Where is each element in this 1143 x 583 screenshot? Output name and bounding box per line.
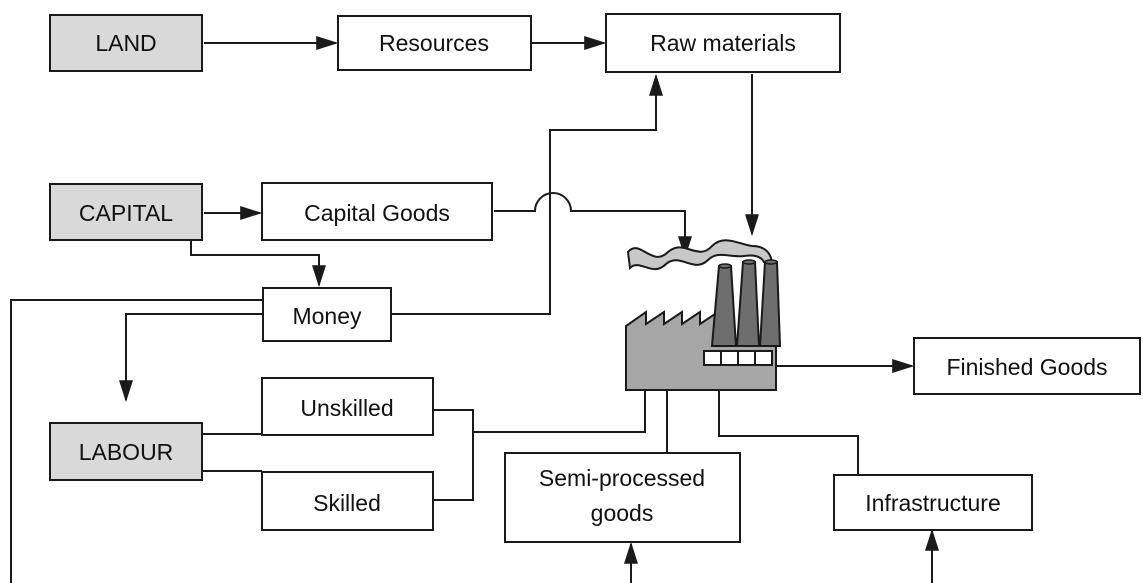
label-semi-processed-line2: goods [591, 500, 654, 526]
connectors [10, 36, 939, 583]
label-finished-goods: Finished Goods [946, 354, 1107, 380]
node-resources: Resources [337, 15, 532, 71]
node-land: LAND [49, 14, 203, 72]
node-unskilled: Unskilled [261, 377, 434, 436]
node-infrastructure: Infrastructure [833, 474, 1033, 531]
arrow-infrastructure-to-factory [712, 357, 859, 474]
label-infrastructure: Infrastructure [865, 490, 1001, 516]
label-labour: LABOUR [79, 439, 174, 465]
line-money-to-left-edge [10, 299, 262, 583]
label-raw-materials: Raw materials [650, 30, 796, 56]
label-unskilled: Unskilled [300, 395, 393, 421]
label-skilled: Skilled [313, 490, 381, 516]
node-skilled: Skilled [261, 471, 434, 531]
label-capital-goods: Capital Goods [304, 200, 450, 226]
arrow-capital-to-money [190, 241, 326, 288]
label-semi-processed-line1: Semi-processed [539, 465, 705, 491]
node-raw-materials: Raw materials [605, 13, 841, 73]
arrow-money-to-raw-materials [392, 73, 663, 315]
arrow-capital-goods-to-factory [494, 192, 692, 259]
node-semi-processed-goods: Semi-processed goods [504, 452, 741, 543]
chimney-3 [758, 261, 782, 347]
node-capital-goods: Capital Goods [261, 182, 493, 241]
node-money: Money [262, 287, 392, 342]
chimney-2 [735, 261, 761, 347]
node-labour: LABOUR [49, 422, 203, 481]
node-capital: CAPITAL [49, 183, 203, 241]
chimney-1 [710, 265, 738, 347]
factory-icon [625, 239, 782, 391]
label-money: Money [292, 303, 362, 329]
node-finished-goods: Finished Goods [913, 337, 1141, 395]
label-resources: Resources [379, 30, 489, 56]
label-land: LAND [95, 30, 156, 56]
label-capital: CAPITAL [79, 200, 173, 226]
arrow-money-to-labour [119, 313, 262, 403]
